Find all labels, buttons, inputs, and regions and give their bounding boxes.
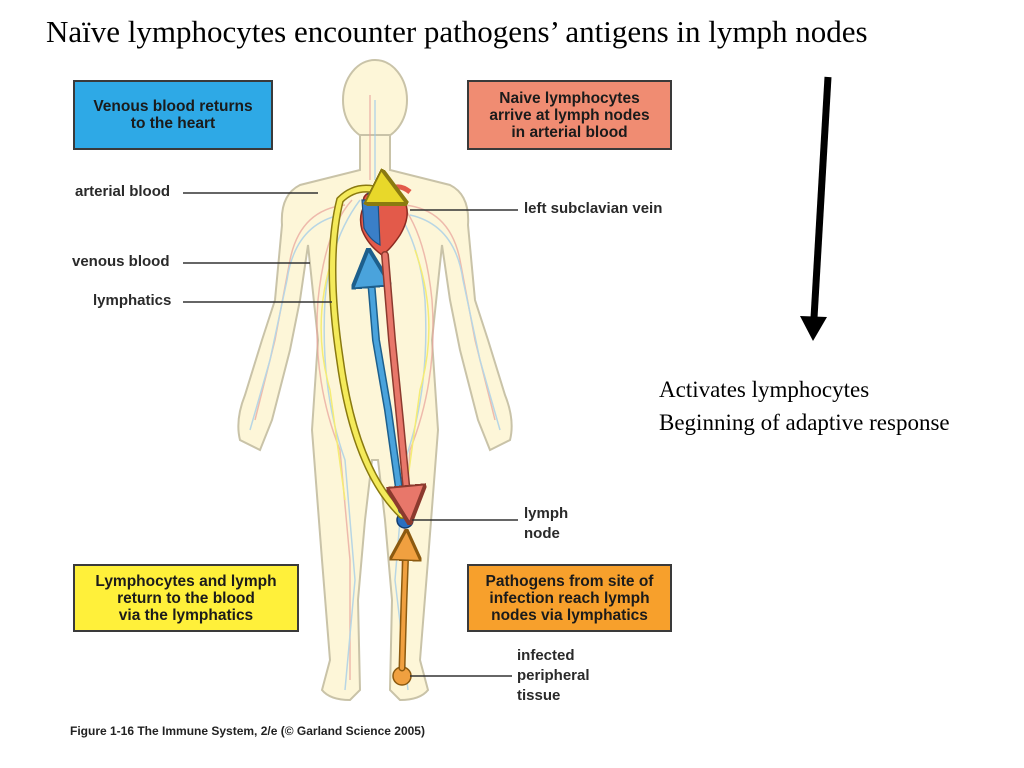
arterial-blood-label: arterial blood xyxy=(75,183,171,200)
slide-title: Naïve lymphocytes encounter pathogens’ a… xyxy=(46,14,868,49)
lymphatics-label: lymphatics xyxy=(93,292,172,309)
side-note-line-1: Activates lymphocytes xyxy=(659,377,870,402)
venous-blood-label: venous blood xyxy=(72,253,170,270)
venous-return-box: Venous blood returns to the heart xyxy=(73,80,273,150)
down-arrow-icon xyxy=(800,76,832,341)
leader-lines xyxy=(183,192,518,677)
naive-lymphocytes-box: Naive lymphocytes arrive at lymph nodes … xyxy=(467,80,672,150)
pathway-arrows xyxy=(328,189,409,672)
lymph-node-label: lymph node xyxy=(524,505,569,542)
infected-tissue-label: infected peripheral tissue xyxy=(517,647,590,704)
pathogen-box: Pathogens from site of infection reach l… xyxy=(467,564,672,632)
figure-caption: Figure 1-16 The Immune System, 2/e (© Ga… xyxy=(70,724,425,738)
lymph-return-box: Lymphocytes and lymph return to the bloo… xyxy=(73,564,299,632)
side-note-line-2: Beginning of adaptive response xyxy=(659,410,950,435)
left-subclavian-vein-label: left subclavian vein xyxy=(524,200,663,217)
